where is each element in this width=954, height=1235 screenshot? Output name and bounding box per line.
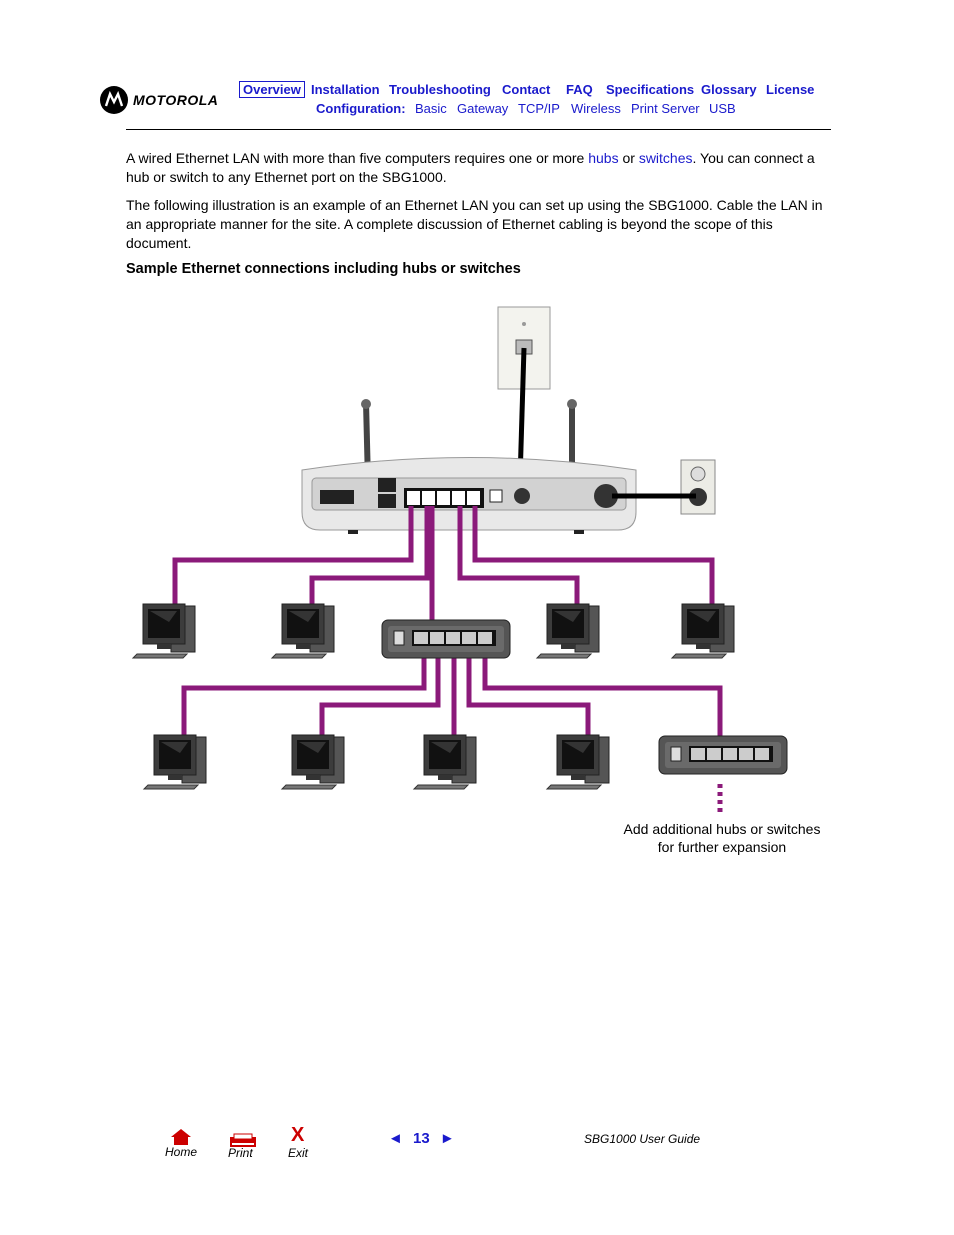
nav-specifications[interactable]: Specifications [606,82,695,97]
page-navigator: ◄ 13 ► [388,1130,455,1147]
next-page-icon[interactable]: ► [439,1130,455,1147]
nav-glossary[interactable]: Glossary [701,82,757,97]
nav-print-server[interactable]: Print Server [631,101,700,116]
nav-faq[interactable]: FAQ [566,82,593,97]
expansion-caption: Add additional hubs or switches for furt… [612,820,832,856]
exit-icon[interactable]: X [291,1124,305,1146]
print-link[interactable]: Print [228,1146,253,1160]
nav-overview[interactable]: Overview [239,81,305,98]
p1-text-c: . You can connect a hub or switch to any… [126,150,815,185]
caption-line-2: for further expansion [657,839,787,855]
ethernet-cables [172,506,723,736]
caption-line-1: Add additional hubs or switches [623,821,821,837]
computer-2 [271,603,335,659]
header-divider [126,129,831,130]
motorola-logo-icon [100,86,128,114]
exit-link[interactable]: Exit [288,1146,309,1160]
p1-text-a: A wired Ethernet LAN with more than five… [126,150,589,166]
computer-8 [546,734,610,790]
nav-installation[interactable]: Installation [311,82,380,97]
nav-basic[interactable]: Basic [415,101,447,116]
home-link[interactable]: Home [165,1145,198,1159]
guide-title: SBG1000 User Guide [584,1132,701,1146]
computer-6 [281,734,345,790]
computer-5 [143,734,207,790]
nav-contact[interactable]: Contact [502,82,551,97]
computer-4 [671,603,735,659]
nav-usb[interactable]: USB [709,101,736,116]
nav-tcpip[interactable]: TCP/IP [518,101,560,116]
nav-troubleshooting[interactable]: Troubleshooting [389,82,491,97]
prev-page-icon[interactable]: ◄ [388,1130,403,1147]
ethernet-diagram [132,306,788,816]
link-hubs[interactable]: hubs [588,150,619,166]
link-switches[interactable]: switches [638,150,693,166]
hub-primary [381,619,511,659]
brand-name: MOTOROLA [133,92,219,108]
paragraph-illustration: The following illustration is an example… [126,197,823,251]
computer-1 [132,603,196,659]
hub-secondary [658,735,788,775]
paragraph-hubs: A wired Ethernet LAN with more than five… [126,149,831,187]
computer-7 [413,734,477,790]
page-number: 13 [413,1130,430,1147]
home-icon[interactable] [170,1128,192,1151]
p1-text-b: or [618,150,639,166]
section-heading: Sample Ethernet connections including hu… [126,261,521,277]
computer-3 [536,603,600,659]
nav-license[interactable]: License [766,82,815,97]
sbg1000-router [301,457,637,534]
print-icon[interactable] [228,1133,258,1154]
nav-wireless[interactable]: Wireless [571,101,621,116]
nav-configuration-label: Configuration: [316,101,406,116]
nav-gateway[interactable]: Gateway [457,101,509,116]
